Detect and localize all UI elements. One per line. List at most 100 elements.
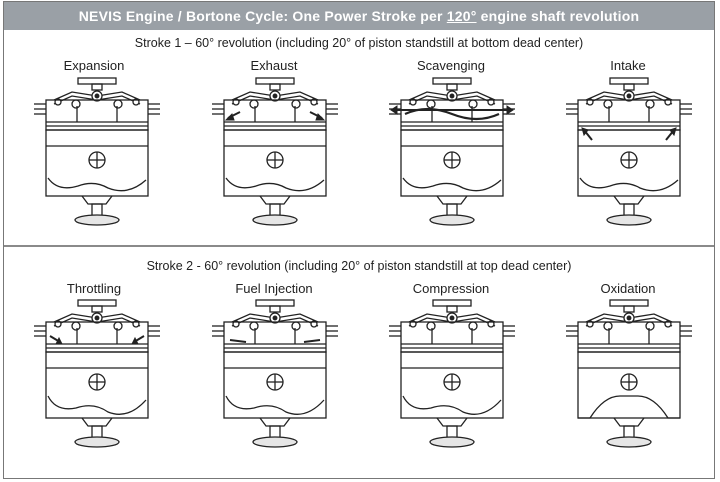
center-pivot-dot — [94, 315, 100, 321]
engine-diagram-compression — [389, 299, 515, 448]
injection-spray-left — [229, 339, 247, 343]
engine-diagram-oxidation — [566, 299, 692, 448]
center-pivot-dot — [94, 93, 100, 99]
cap-stem — [446, 83, 458, 91]
base-foot — [74, 436, 120, 448]
left-pivot — [426, 99, 436, 109]
phase-label-scavenging: Scavenging — [417, 58, 485, 73]
engine-diagram-exhaust — [212, 77, 338, 226]
left-pivot — [249, 321, 259, 331]
cap-stem — [269, 83, 281, 91]
title-prefix: NEVIS Engine / Bortone Cycle: One Power … — [78, 8, 447, 24]
base-foot — [606, 214, 652, 226]
right-pivot — [113, 321, 123, 331]
top-cap — [255, 299, 295, 307]
bottom-skirt — [259, 417, 291, 427]
intake-arrowhead-left — [581, 127, 589, 137]
center-pivot-dot — [449, 315, 455, 321]
bottom-skirt — [436, 417, 468, 427]
rod-stem — [623, 203, 635, 217]
phase-label-intake: Intake — [610, 58, 646, 73]
exhaust-arrowhead-right — [315, 113, 326, 121]
phase-label-fuel-injection: Fuel Injection — [235, 281, 313, 296]
bottom-skirt — [81, 195, 113, 205]
cap-stem — [623, 83, 635, 91]
right-pivot — [113, 99, 123, 109]
rod-stem — [269, 203, 281, 217]
cylinder-body — [45, 351, 149, 419]
bottom-skirt — [81, 417, 113, 427]
cylinder-body — [577, 129, 681, 197]
right-pivot — [291, 321, 301, 331]
cap-stem — [91, 305, 103, 313]
left-pivot — [426, 321, 436, 331]
right-pivot — [468, 321, 478, 331]
top-cap — [609, 299, 649, 307]
right-pivot — [645, 99, 655, 109]
title-degrees: 120° — [446, 8, 477, 24]
left-pivot — [603, 321, 613, 331]
cylinder-body — [400, 351, 504, 419]
base-foot — [74, 214, 120, 226]
piston-bowl — [225, 395, 325, 415]
phase-label-expansion: Expansion — [63, 58, 125, 73]
rod-stem — [623, 425, 635, 439]
stroke-2-label: Stroke 2 - 60° revolution (including 20°… — [146, 259, 572, 273]
rod-stem — [269, 425, 281, 439]
cap-stem — [623, 305, 635, 313]
exhaust-arrowhead-left — [224, 113, 235, 121]
right-pivot — [291, 99, 301, 109]
piston-bowl — [47, 395, 147, 415]
cylinder-body — [577, 351, 681, 419]
center-pivot-dot — [626, 93, 632, 99]
rod-stem — [446, 203, 458, 217]
right-pivot — [468, 99, 478, 109]
cap-stem — [91, 83, 103, 91]
piston-bowl — [402, 395, 502, 415]
cylinder-body — [223, 351, 327, 419]
left-pivot — [603, 99, 613, 109]
stroke-divider — [4, 245, 714, 247]
phase-label-compression: Compression — [412, 281, 490, 296]
rod-stem — [91, 203, 103, 217]
cylinder-body — [223, 129, 327, 197]
rod-stem — [446, 425, 458, 439]
phase-label-throttling: Throttling — [66, 281, 122, 296]
scavenge-flow-wave — [404, 107, 500, 121]
throttle-arrowhead-right — [131, 336, 139, 345]
top-cap — [432, 299, 472, 307]
center-pivot-dot — [449, 93, 455, 99]
cap-stem — [446, 305, 458, 313]
right-pivot — [645, 321, 655, 331]
top-cap — [255, 77, 295, 85]
engine-diagram-intake — [566, 77, 692, 226]
engine-diagram-throttling — [34, 299, 160, 448]
top-cap — [77, 299, 117, 307]
cap-stem — [269, 305, 281, 313]
title-suffix: engine shaft revolution — [476, 8, 640, 24]
left-pivot — [71, 321, 81, 331]
base-foot — [429, 436, 475, 448]
piston-bowl — [579, 177, 679, 192]
left-pivot — [71, 99, 81, 109]
phase-label-exhaust: Exhaust — [250, 58, 298, 73]
center-pivot-dot — [626, 315, 632, 321]
top-cap — [77, 77, 117, 85]
base-foot — [429, 214, 475, 226]
injection-spray-right — [303, 339, 321, 343]
rod-stem — [91, 425, 103, 439]
diagram-frame: NEVIS Engine / Bortone Cycle: One Power … — [3, 1, 715, 479]
piston-bowl — [402, 177, 502, 192]
intake-arrowhead-right — [669, 127, 677, 137]
scavenge-arrowhead-left — [390, 105, 398, 115]
phase-label-oxidation: Oxidation — [600, 281, 656, 296]
base-foot — [252, 436, 298, 448]
engine-diagram-fuel-injection — [212, 299, 338, 448]
bottom-skirt — [613, 195, 645, 205]
bottom-skirt — [613, 417, 645, 427]
cylinder-body — [400, 129, 504, 197]
piston-bowl — [225, 177, 325, 192]
base-foot — [606, 436, 652, 448]
center-pivot-dot — [272, 315, 278, 321]
top-cap — [609, 77, 649, 85]
